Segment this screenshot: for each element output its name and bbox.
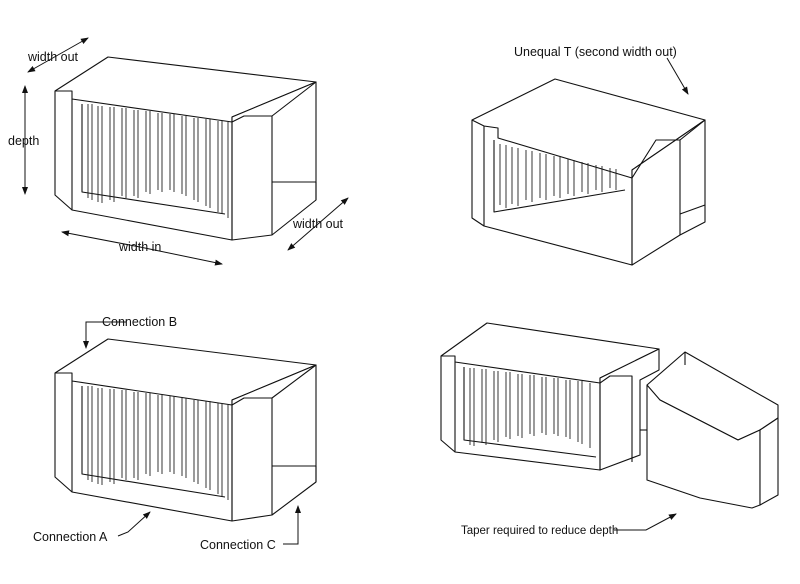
ctee-branch-mouth	[272, 465, 317, 482]
utee-branch	[631, 139, 681, 235]
ttee-inner-wall	[463, 367, 597, 458]
ctee-branch	[231, 397, 273, 515]
width-in-arrow-right	[139, 246, 223, 266]
unequal-t-arrow	[666, 57, 689, 95]
taper-arrow	[614, 513, 677, 531]
ttee-branch	[599, 375, 633, 462]
width-in-arrow-left	[61, 230, 141, 248]
label-connection-a: Connection A	[33, 530, 108, 544]
inner-back-wall	[81, 104, 226, 215]
width-out-arrow-b	[57, 37, 89, 56]
dimension-arrows	[22, 37, 349, 266]
width-out-arrow-a	[27, 54, 59, 73]
label-depth: depth	[8, 134, 39, 148]
ctee-turning-vanes	[87, 386, 229, 500]
label-width-in: width in	[118, 240, 161, 254]
side-width-out-arrow-b	[287, 223, 319, 251]
branch-outlet-top	[271, 81, 317, 117]
branch-outlet-mouth	[272, 181, 317, 200]
label-connection-c: Connection C	[200, 538, 276, 552]
ttee-turning-vanes	[469, 368, 591, 448]
connection-a-arrow	[117, 511, 151, 537]
taper-outlet	[759, 417, 779, 506]
turning-vanes	[87, 104, 229, 218]
label-taper: Taper required to reduce depth	[461, 525, 618, 537]
figure-tee-with-taper: Taper required to reduce depth	[440, 322, 779, 537]
utee-turning-vanes	[499, 144, 617, 208]
utee-branch-mouth	[679, 204, 706, 215]
utee-branch-top	[679, 119, 706, 141]
connection-c-arrow	[283, 505, 301, 545]
label-unequal-t: Unequal T (second width out)	[514, 45, 677, 59]
side-width-out-arrow-a	[317, 197, 349, 225]
figure-tee-dimensions: width out depth width in width out	[8, 37, 349, 266]
branch-outlet	[231, 115, 273, 235]
figure-unequal-tee: Unequal T (second width out)	[471, 45, 706, 266]
connection-b-arrow	[83, 321, 126, 349]
label-connection-b: Connection B	[102, 315, 177, 329]
label-width-out-side: width out	[292, 217, 344, 231]
ctee-inner-wall	[81, 386, 226, 498]
figure-tee-connections: Connection B Connection A Connection C	[33, 315, 317, 552]
ctee-branch-top	[271, 364, 317, 399]
label-width-out-top: width out	[27, 50, 79, 64]
utee-inner-wall	[493, 140, 626, 213]
